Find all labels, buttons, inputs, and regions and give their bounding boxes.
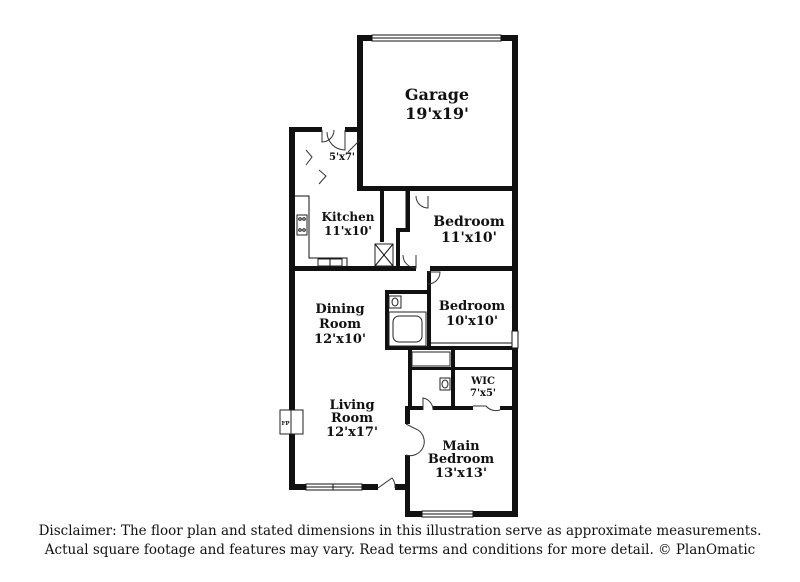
bedroom-1-dimensions: 11'x10' [441,230,497,246]
wic-name: WIC [470,376,495,387]
room-labels: Garage 19'x19' 5'x7' Kitchen 11'x10' Bed… [281,85,505,481]
main-bedroom-dimensions: 13'x13' [435,466,487,481]
garage-dimensions: 19'x19' [405,104,469,123]
garage-name: Garage [405,85,469,104]
living-room-name-line2: Room [331,411,373,426]
bedroom-1-name: Bedroom [433,214,505,230]
living-room-dimensions: 12'x17' [326,425,378,440]
walls [289,35,518,517]
disclaimer: Disclaimer: The floor plan and stated di… [0,522,800,560]
bedroom-2-dimensions: 10'x10' [446,314,498,329]
dining-room-dimensions: 12'x10' [314,332,366,347]
living-room-name-line1: Living [329,398,374,413]
kitchen-name: Kitchen [322,210,375,224]
main-bedroom-name-line1: Main [442,439,480,454]
disclaimer-line-1: Disclaimer: The floor plan and stated di… [38,523,762,539]
dining-room-name-line1: Dining [315,302,364,317]
fixtures [279,190,512,435]
closet-dimensions: 5'x7' [329,152,355,163]
main-bedroom-name-line2: Bedroom [428,452,495,467]
floor-plan: Garage 19'x19' 5'x7' Kitchen 11'x10' Bed… [279,34,519,518]
windows [305,34,519,518]
doors [305,129,501,489]
bedroom-2-name: Bedroom [439,299,506,314]
disclaimer-line-2: Actual square footage and features may v… [44,542,756,558]
dining-room-name-line2: Room [319,317,361,332]
kitchen-dimensions: 11'x10' [324,224,372,238]
fireplace-label: FP [281,421,289,427]
wic-dimensions: 7'x5' [470,388,496,399]
